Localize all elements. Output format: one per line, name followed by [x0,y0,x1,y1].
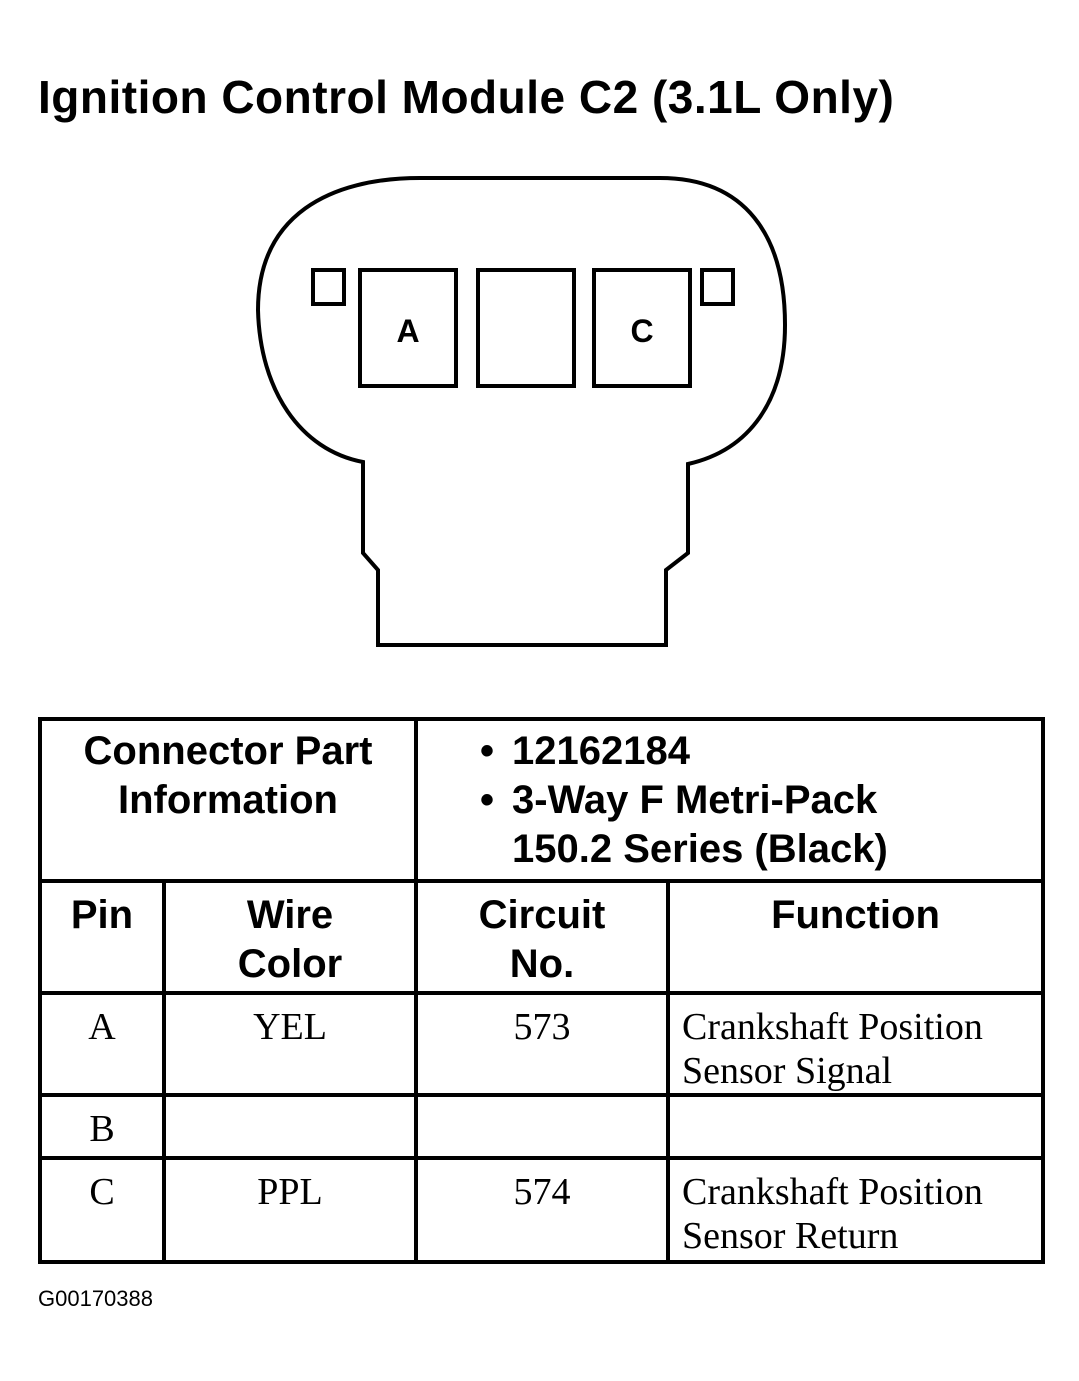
cavity-a [358,268,458,388]
latch-tab-right [700,268,735,306]
circuit-cell: 573 [414,991,670,1097]
bullet: • [480,729,495,773]
column-header-circuit-line1: Circuit [478,893,606,937]
column-header-circuit-line2: No. [509,942,575,986]
connector-series: 150.2 Series (Black) [512,827,888,871]
connector-outline [255,176,788,647]
wire-color-cell: YEL [162,991,418,1097]
function-line2: Sensor Return [682,1215,899,1257]
diagram-title: Ignition Control Module C2 (3.1L Only) [38,71,895,123]
function-cell: Crankshaft Position Sensor Return [666,1156,1045,1264]
pin-cell: A [38,991,166,1097]
function-line2: Sensor Signal [682,1050,893,1092]
column-header-function: Function [666,879,1045,995]
part-info-label-line1: Connector Part [83,729,373,773]
connector-info-table: Connector Part Information • 12162184 • 3-… [38,717,1045,1264]
column-header-wire-color-line2: Color [237,942,343,986]
function-cell [666,1093,1045,1160]
figure-reference-id: G00170388 [38,1286,153,1311]
column-header-pin: Pin [38,879,166,995]
function-line1: Crankshaft Position [682,1006,983,1048]
connector-face-diagram: A C [255,176,788,647]
pin-cell: B [38,1093,166,1160]
connector-type: 3-Way F Metri-Pack [512,778,878,822]
part-info-row: Connector Part Information • 12162184 • 3-… [38,717,1045,883]
part-info-label-line2: Information [118,778,338,822]
cavity-c [592,268,692,388]
cavity-label-c: C [630,313,653,349]
part-info-label-cell: Connector Part Information [38,717,418,883]
table-row: B [38,1093,1045,1160]
wire-color-cell: PPL [162,1156,418,1264]
pin-cell: C [38,1156,166,1264]
column-header-function-label: Function [771,893,940,937]
part-number: 12162184 [512,729,690,773]
table-row: A YEL 573 Crankshaft Position Sensor Sig… [38,991,1045,1097]
column-header-circuit: Circuit No. [414,879,670,995]
circuit-cell: 574 [414,1156,670,1264]
part-info-item: • 3-Way F Metri-Pack [480,776,1041,825]
part-info-item: • 12162184 [480,727,1041,776]
latch-tab-left [311,268,346,306]
function-cell: Crankshaft Position Sensor Signal [666,991,1045,1097]
wire-color-cell [162,1093,418,1160]
column-header-pin-label: Pin [70,893,134,937]
part-info-list-cell: • 12162184 • 3-Way F Metri-Pack 150.2 Seri… [414,717,1045,883]
column-header-row: Pin Wire Color Circuit No. Function [38,879,1045,995]
cavity-b [476,268,576,388]
circuit-cell [414,1093,670,1160]
table-row: C PPL 574 Crankshaft Position Sensor Ret… [38,1156,1045,1264]
cavity-label-a: A [396,313,419,349]
bullet: • [480,778,495,822]
column-header-wire-color: Wire Color [162,879,418,995]
function-line1: Crankshaft Position [682,1171,983,1213]
column-header-wire-color-line1: Wire [246,893,334,937]
